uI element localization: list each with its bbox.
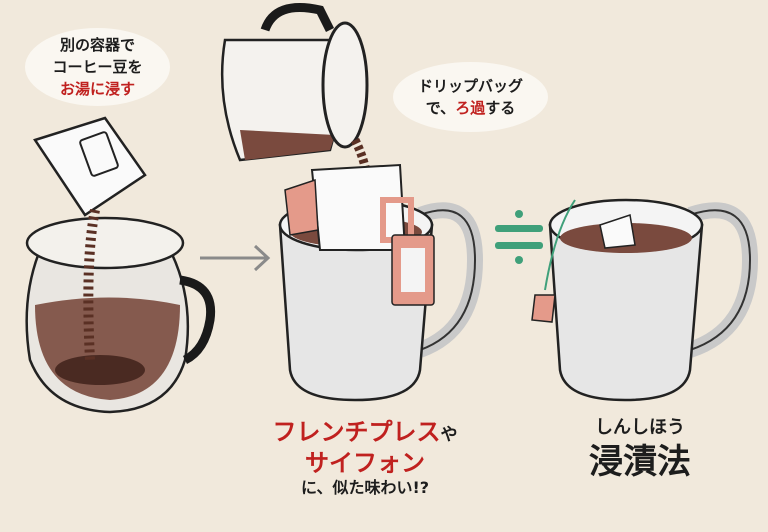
caption-reading: しんしほう — [595, 417, 685, 438]
caption-siphon: サイフォン — [305, 449, 425, 477]
caption-immersion-method: しんしほう 浸漬法 — [560, 416, 720, 484]
caption-text: や — [440, 425, 458, 445]
bubble-line: コーヒー豆を — [52, 58, 143, 76]
speech-bubble-drip: ドリップバッグ で、ろ過する — [393, 62, 548, 132]
caption-text: に、似た味わい!? — [300, 478, 430, 497]
bubble-line: ドリップバッグ — [417, 77, 523, 95]
arrow-icon — [200, 244, 271, 272]
glass-server-illustration — [25, 216, 216, 414]
bubble-text: で、 — [425, 99, 456, 117]
speech-bubble-immersion: 別の容器で コーヒー豆を お湯に浸す — [25, 28, 170, 106]
caption-french-press: フレンチプレス — [272, 418, 441, 446]
bubble-highlight: ろ過 — [455, 99, 486, 117]
approximately-equal-icon — [495, 210, 543, 264]
coffee-bag-pouring-illustration — [33, 116, 147, 361]
caption-term: 浸漬法 — [589, 442, 691, 482]
bubble-highlight: お湯に浸す — [59, 80, 135, 98]
mug-with-drip-bag-illustration — [278, 163, 484, 402]
bubble-line: 別の容器で — [59, 36, 135, 54]
caption-similar-taste: フレンチプレスや サイフォン に、似た味わい!? — [255, 418, 475, 499]
bubble-text: する — [485, 99, 516, 117]
mug-with-tea-bag-illustration — [531, 198, 759, 402]
